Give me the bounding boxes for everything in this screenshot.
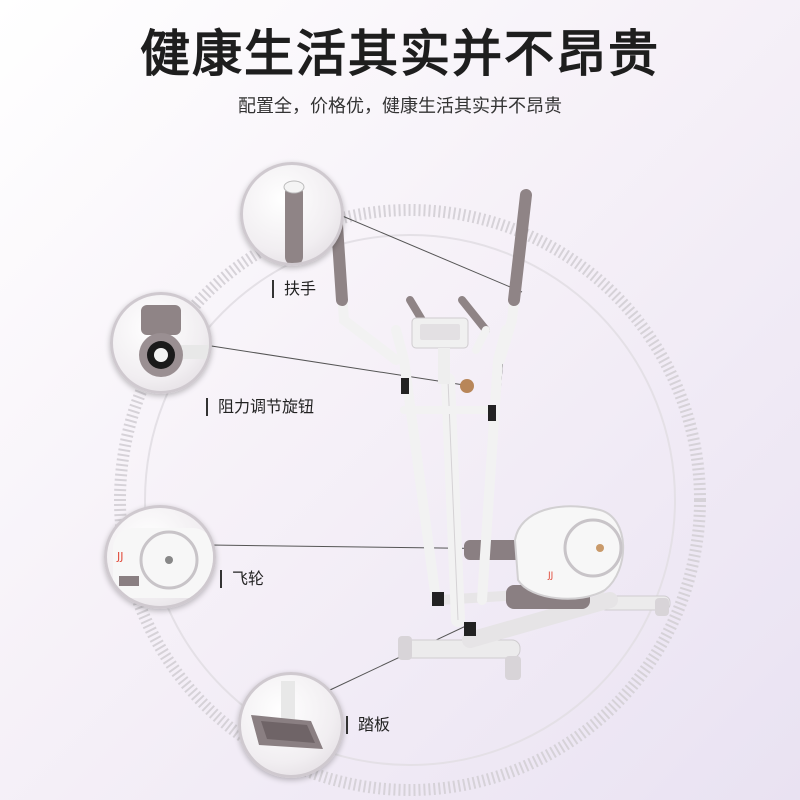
knob-closeup-image [139,305,209,377]
leader-line-knob [204,344,465,386]
machine-base [398,592,671,680]
handle-label: 扶手 [272,280,316,298]
flywheel-closeup-image: JJ [113,528,213,598]
pedal-detail-bubble [238,672,344,778]
flywheel-housing: JJ [513,505,625,600]
svg-text:JJ: JJ [547,571,553,581]
decorative-ring-inner [144,234,676,766]
handle-detail-bubble [240,162,344,266]
decorative-ring [114,204,706,796]
handle-closeup-image [283,180,305,263]
page-subtitle: 配置全，价格优，健康生活其实并不昂贵 [238,96,562,117]
console [411,317,474,393]
machine-frame [391,325,511,636]
resistance-knob-label: 阻力调节旋钮 [206,398,314,416]
pedal-closeup-image [251,681,323,749]
resistance-knob-detail-bubble [110,292,212,394]
leader-line-handle [339,214,523,293]
page-title: 健康生活其实并不昂贵 [140,25,660,83]
flywheel-detail-bubble: JJ [104,505,216,609]
flywheel-label: 飞轮 [220,570,264,588]
pedal-label: 踏板 [346,716,390,734]
svg-text:JJ: JJ [116,550,124,563]
